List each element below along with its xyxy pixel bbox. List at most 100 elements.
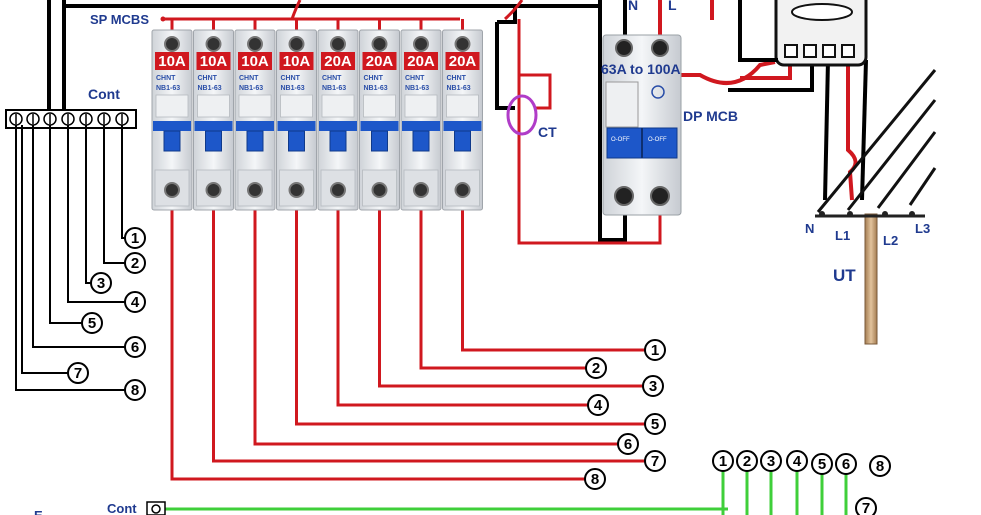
mcb-rating: 10A xyxy=(283,53,311,70)
contactor-wire-5 xyxy=(49,125,82,324)
contactor-marker-6-text: 6 xyxy=(131,339,139,356)
mcb-model: NB1-63 xyxy=(281,85,305,92)
bottom-marker-3: 3 xyxy=(760,450,782,472)
contactor-wire-6 xyxy=(32,125,125,348)
sp-mcb-5: 20A CHNT NB1-63 xyxy=(317,19,359,211)
contactor-marker-1: 1 xyxy=(124,227,146,249)
ut-label: UT xyxy=(833,266,856,285)
pole-l2-label: L2 xyxy=(883,233,898,248)
sp-mcb-3: 10A CHNT NB1-63 xyxy=(234,19,276,211)
circuit-marker-4: 4 xyxy=(587,394,609,416)
ct-label: CT xyxy=(538,124,557,140)
pole-n-label: N xyxy=(805,221,814,236)
contactor-wire-8 xyxy=(15,125,125,391)
mcb-model: NB1-63 xyxy=(405,85,429,92)
mcb-rating: 20A xyxy=(366,53,394,70)
bottom-marker-4-text: 4 xyxy=(793,453,802,470)
circuit-marker-7: 7 xyxy=(644,450,666,472)
dp-mcb: O-OFF O-OFF xyxy=(602,34,682,216)
contactor-marker-6: 6 xyxy=(124,336,146,358)
circuit-marker-8: 8 xyxy=(584,468,606,490)
contactor-marker-8: 8 xyxy=(124,379,146,401)
sp-mcbs-label: SP MCBS xyxy=(90,12,149,27)
energy-meter xyxy=(738,0,868,67)
contactor-marker-7-text: 7 xyxy=(74,365,82,382)
bottom-marker-1: 1 xyxy=(712,450,734,472)
mcb-model: NB1-63 xyxy=(364,85,388,92)
circuit-marker-8-text: 8 xyxy=(591,471,599,488)
sp-mcb-4: 10A CHNT NB1-63 xyxy=(276,19,317,211)
bottom-marker-5-text: 5 xyxy=(818,456,826,473)
mcb-brand: CHNT xyxy=(447,75,467,82)
contactor-marker-2-text: 2 xyxy=(131,255,139,272)
neutral-label: N xyxy=(628,0,638,13)
circuit-marker-6-text: 6 xyxy=(624,436,632,453)
bottom-marker-6: 6 xyxy=(835,453,857,475)
mcb-brand: CHNT xyxy=(156,75,176,82)
circuit-wire-7 xyxy=(212,198,645,463)
pole-l3-label: L3 xyxy=(915,221,930,236)
circuit-wire-6 xyxy=(253,198,618,446)
ct-ring-icon xyxy=(506,94,538,136)
circuit-marker-2-text: 2 xyxy=(592,360,600,377)
mcb-model: NB1-63 xyxy=(239,85,263,92)
contactor-wire-1 xyxy=(121,125,125,239)
contactor-wire-4 xyxy=(67,125,125,303)
service-drop-lines xyxy=(816,69,937,213)
bottom-marker-5: 5 xyxy=(811,453,833,475)
contactor-marker-2: 2 xyxy=(124,252,146,274)
mcb-rating: 10A xyxy=(200,53,228,70)
mcb-model: NB1-63 xyxy=(156,85,180,92)
mcb-brand: CHNT xyxy=(198,75,218,82)
circuit-marker-7-text: 7 xyxy=(651,453,659,470)
contactor-marker-3-text: 3 xyxy=(97,275,105,292)
bottom-marker-4: 4 xyxy=(786,450,808,472)
contactor-label: Cont xyxy=(88,86,120,102)
mcb-rating: 10A xyxy=(158,53,186,70)
contactor-marker-8-text: 8 xyxy=(131,382,139,399)
mcb-rating: 20A xyxy=(324,53,352,70)
mcb-brand: CHNT xyxy=(281,75,301,82)
neutral-wiring xyxy=(47,0,627,242)
contactor-marker-4-text: 4 xyxy=(131,294,140,311)
circuit-wire-2 xyxy=(419,198,586,370)
mcb-model: NB1-63 xyxy=(447,85,471,92)
circuit-marker-3-text: 3 xyxy=(649,378,657,395)
bottom-left-partial-label: E xyxy=(34,508,43,515)
mcb-brand: CHNT xyxy=(405,75,425,82)
contactor-marker-1-text: 1 xyxy=(131,230,139,247)
contactor-wire-2 xyxy=(103,125,125,264)
sp-mcb-row: 10ACHNTNB1-6310ACHNTNB1-6310ACHNTNB1-631… xyxy=(151,19,483,211)
circuit-marker-5-text: 5 xyxy=(651,416,659,433)
circuit-marker-4-text: 4 xyxy=(594,397,603,414)
contactor-marker-3: 3 xyxy=(90,272,112,294)
mcb-model: NB1-63 xyxy=(198,85,222,92)
contactor-bottom-label: Cont xyxy=(107,501,137,515)
circuit-output-wires xyxy=(170,198,645,481)
dp-rating-label: 63A to 100A xyxy=(601,61,681,77)
mcb-brand: CHNT xyxy=(322,75,342,82)
contactor-marker-5-text: 5 xyxy=(88,315,96,332)
mcb-rating: 10A xyxy=(241,53,269,70)
bottom-marker-1-text: 1 xyxy=(719,453,727,470)
circuit-wire-1 xyxy=(461,198,645,352)
sp-mcb-6: 20A CHNT NB1-63 xyxy=(359,19,400,211)
bottom-marker-2: 2 xyxy=(736,450,758,472)
contactor-marker-4: 4 xyxy=(124,291,146,313)
contactor-marker-5: 5 xyxy=(81,312,103,334)
contactor-marker-7: 7 xyxy=(67,362,89,384)
bottom-marker-7: 7 xyxy=(855,497,877,515)
mcb-brand: CHNT xyxy=(239,75,259,82)
mcb-brand: CHNT xyxy=(364,75,384,82)
contactor-wire-7 xyxy=(21,125,68,374)
live-label: L xyxy=(668,0,677,13)
circuit-marker-3: 3 xyxy=(642,375,664,397)
circuit-marker-6: 6 xyxy=(617,433,639,455)
sp-mcb-2: 10A CHNT NB1-63 xyxy=(193,19,234,211)
mcb-model: NB1-63 xyxy=(322,85,346,92)
circuit-marker-2: 2 xyxy=(585,357,607,379)
